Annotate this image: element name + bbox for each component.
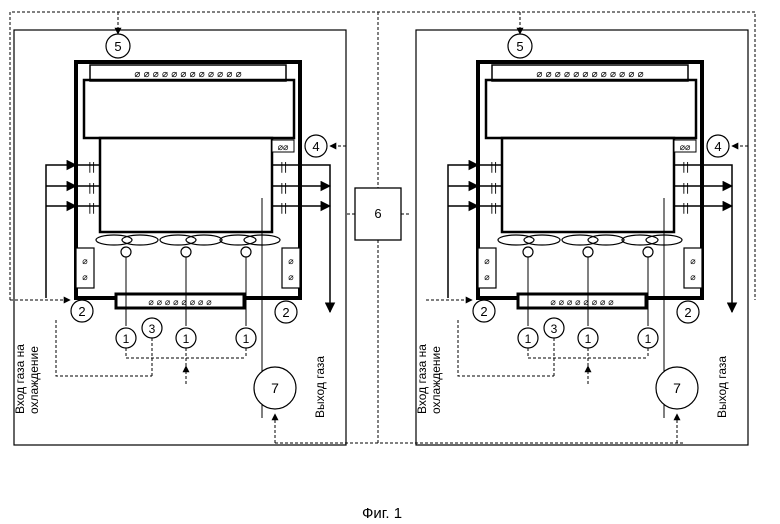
right-unit-3: 3 xyxy=(551,322,558,336)
svg-text:||: || xyxy=(88,160,95,173)
svg-text:||: || xyxy=(88,181,95,194)
right-outlet-label: Выход газа xyxy=(715,356,729,418)
svg-text:⌀: ⌀ xyxy=(82,257,88,267)
center-unit-label: 6 xyxy=(374,206,381,221)
svg-text:⌀: ⌀ xyxy=(288,257,294,267)
svg-text:||: || xyxy=(682,181,689,194)
right-inlet-label-1: Вход газа на xyxy=(415,344,429,414)
left-outlet-label: Выход газа xyxy=(313,356,327,418)
right-heater-top-elements: ⌀ ⌀ ⌀ ⌀ ⌀ ⌀ ⌀ ⌀ ⌀ ⌀ ⌀ ⌀ xyxy=(536,69,643,80)
right-inlet-label-2: охлаждение xyxy=(429,346,443,414)
left-inlet-pipe xyxy=(46,165,76,298)
right-unit-1a: 1 xyxy=(525,332,532,346)
svg-text:||: || xyxy=(682,160,689,173)
svg-text:⌀: ⌀ xyxy=(484,273,490,283)
svg-text:||: || xyxy=(88,201,95,214)
svg-text:||: || xyxy=(682,201,689,214)
right-unit-1b: 1 xyxy=(585,332,592,346)
right-unit-5-label: 5 xyxy=(516,39,523,54)
svg-text:⌀: ⌀ xyxy=(690,273,696,283)
svg-text:||: || xyxy=(490,201,497,214)
left-inlet-label-2: охлаждение xyxy=(27,346,41,414)
right-furnace-outer xyxy=(478,62,702,298)
left-furnace-outer xyxy=(76,62,300,298)
right-frame xyxy=(416,30,748,445)
svg-text:⌀ ⌀ ⌀ ⌀ ⌀ ⌀ ⌀ ⌀: ⌀ ⌀ ⌀ ⌀ ⌀ ⌀ ⌀ ⌀ xyxy=(550,298,614,308)
svg-text:⌀: ⌀ xyxy=(484,257,490,267)
right-unit-7-label: 7 xyxy=(673,380,681,396)
left-unit-1a: 1 xyxy=(123,332,130,346)
left-burners xyxy=(96,235,280,257)
right-chamber-main xyxy=(502,138,674,232)
left-unit-2a: 2 xyxy=(78,304,85,319)
left-chamber-upper xyxy=(84,80,294,138)
right-chamber-upper xyxy=(486,80,696,138)
svg-text:⌀⌀: ⌀⌀ xyxy=(278,143,289,153)
right-unit-2a: 2 xyxy=(480,304,487,319)
left-unit-7-label: 7 xyxy=(271,380,279,396)
left-unit-5-label: 5 xyxy=(114,39,121,54)
left-unit-2b: 2 xyxy=(282,305,289,320)
left-unit-3: 3 xyxy=(149,322,156,336)
right-inlet-pipe xyxy=(448,165,478,298)
left-heater-top-elements: ⌀ ⌀ ⌀ ⌀ ⌀ ⌀ ⌀ ⌀ ⌀ ⌀ ⌀ ⌀ xyxy=(134,69,241,80)
right-burners xyxy=(498,235,682,257)
left-frame xyxy=(14,30,346,445)
svg-text:||: || xyxy=(280,201,287,214)
figure-caption: Фиг. 1 xyxy=(362,505,402,522)
left-unit-4: 4 xyxy=(312,139,319,154)
svg-text:||: || xyxy=(490,160,497,173)
left-inlet-label-1: Вход газа на xyxy=(13,344,27,414)
svg-text:⌀: ⌀ xyxy=(690,257,696,267)
svg-text:⌀: ⌀ xyxy=(82,273,88,283)
left-chamber-main xyxy=(100,138,272,232)
right-unit-2b: 2 xyxy=(684,305,691,320)
svg-text:||: || xyxy=(280,181,287,194)
right-panel: 5 ⌀ ⌀ ⌀ ⌀ ⌀ ⌀ ⌀ ⌀ ⌀ ⌀ ⌀ ⌀ ⌀⌀ || || || ||… xyxy=(415,12,748,445)
right-unit-1c: 1 xyxy=(645,332,652,346)
left-unit-1b: 1 xyxy=(183,332,190,346)
right-unit-4: 4 xyxy=(714,139,721,154)
left-unit-1c: 1 xyxy=(243,332,250,346)
svg-text:⌀⌀: ⌀⌀ xyxy=(680,143,691,153)
svg-text:⌀: ⌀ xyxy=(288,273,294,283)
svg-text:⌀ ⌀ ⌀ ⌀ ⌀ ⌀ ⌀ ⌀: ⌀ ⌀ ⌀ ⌀ ⌀ ⌀ ⌀ ⌀ xyxy=(148,298,212,308)
svg-text:||: || xyxy=(280,160,287,173)
svg-text:||: || xyxy=(490,181,497,194)
left-panel: 5 ⌀ ⌀ ⌀ ⌀ ⌀ ⌀ ⌀ ⌀ ⌀ ⌀ ⌀ ⌀ ⌀⌀ || || || ||… xyxy=(10,12,346,445)
